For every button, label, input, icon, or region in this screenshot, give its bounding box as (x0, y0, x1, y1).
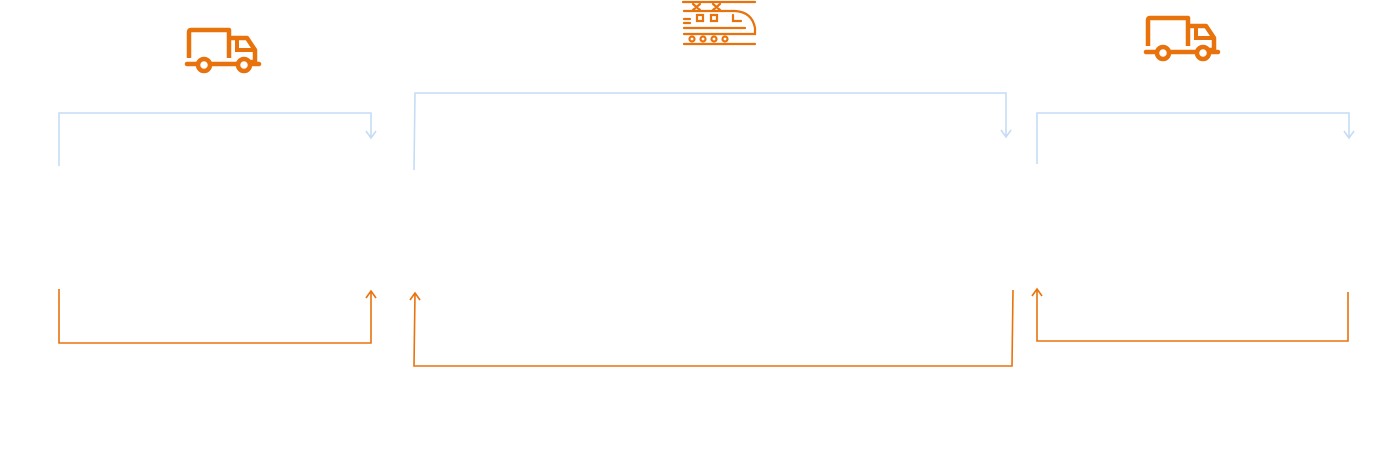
return-arrow-last-mile (1031, 287, 1349, 342)
outbound-arrow-last-mile (1036, 112, 1355, 164)
outbound-arrow-main-haul (413, 92, 1012, 171)
return-arrow-main-haul (409, 289, 1014, 367)
outbound-arrow-first-mile (58, 112, 377, 166)
return-arrow-first-mile (58, 289, 377, 344)
truck-icon (1146, 18, 1218, 59)
truck-icon (187, 30, 259, 71)
train-icon (681, 0, 757, 46)
